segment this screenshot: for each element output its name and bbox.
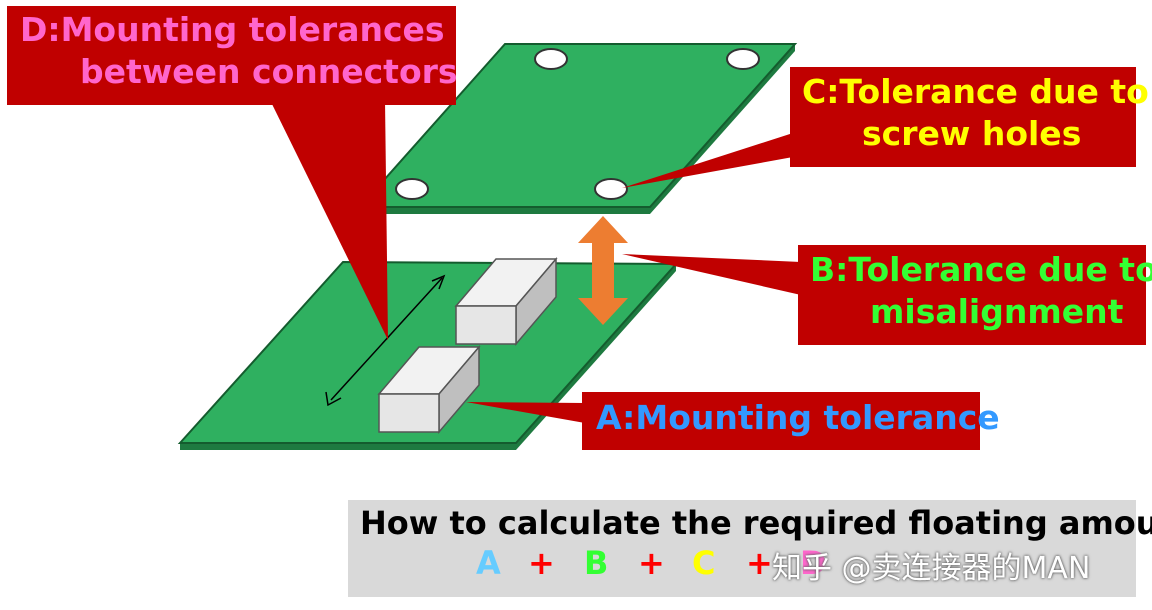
formula-plus-3: + — [746, 544, 773, 582]
callout-b-line1: B:Tolerance due to — [810, 250, 1152, 289]
screw-hole — [395, 178, 429, 200]
formula-box: How to calculate the required floating a… — [348, 500, 1152, 597]
callout-d-pointer — [270, 100, 388, 340]
callout-c-line1: C:Tolerance due to — [802, 72, 1149, 111]
screw-hole — [534, 48, 568, 70]
callout-a-box — [582, 392, 980, 450]
formula-plus-1: + — [528, 544, 555, 582]
callout-b-box — [798, 245, 1146, 345]
watermark: 知乎 @卖连接器的MAN — [772, 551, 1091, 586]
lower-board-edge — [180, 443, 516, 450]
callout-d-box — [7, 6, 456, 105]
screw-hole — [726, 48, 760, 70]
formula-title: How to calculate the required floating a… — [360, 504, 1152, 542]
callout-a-line1: A:Mounting tolerance — [596, 398, 1000, 437]
formula-plus-2: + — [638, 544, 665, 582]
callout-d-line2: between connectors — [80, 52, 458, 91]
screw-hole — [594, 178, 628, 200]
callout-b-line2: misalignment — [870, 292, 1124, 331]
callout-a-pointer — [466, 402, 585, 423]
mounting-direction-arrow — [330, 277, 443, 401]
formula-term-a: A — [476, 544, 501, 582]
callout-c-pointer — [622, 133, 793, 188]
callout-b-pointer — [622, 254, 801, 295]
callout-c-line2: screw holes — [862, 114, 1082, 153]
misalignment-arrow — [578, 216, 628, 325]
callout-d-line1: D:Mounting tolerances — [20, 10, 445, 49]
arrowhead-bottom — [325, 391, 342, 407]
callout-c-box — [790, 67, 1136, 167]
connector-rear-front — [455, 305, 517, 345]
formula-term-b: B — [584, 544, 609, 582]
formula-term-c: C — [692, 544, 716, 582]
arrowhead-top — [431, 274, 446, 290]
connector-front-front — [378, 393, 440, 433]
formula-term-d: D — [800, 544, 827, 582]
upper-board-edge — [360, 207, 650, 214]
upper-board — [357, 43, 798, 208]
